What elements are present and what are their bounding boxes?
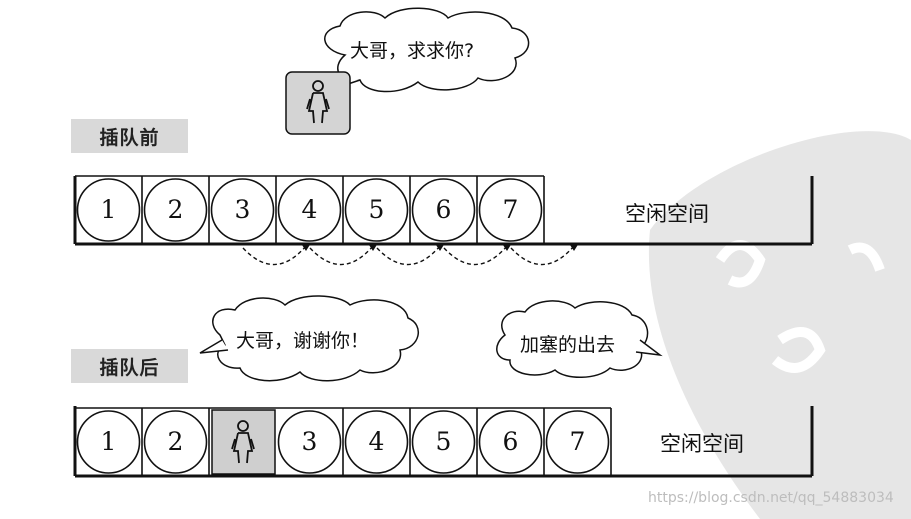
label-before: 插队前 [71, 119, 188, 153]
cell-number: 4 [368, 427, 385, 456]
speech-bubble-tail-cost [635, 339, 663, 357]
queue-cell [478, 178, 543, 242]
speech-bubble-thanks [212, 295, 419, 382]
queue-cell [210, 178, 275, 242]
queue-cell [143, 178, 208, 242]
cell-number: 7 [569, 427, 586, 456]
bubble-text-thanks: 大哥，谢谢你！ [236, 330, 370, 352]
speech-bubble-tail-thanks [199, 339, 229, 354]
free-space-after: 空闲空间 [660, 432, 744, 456]
queue-cell [411, 178, 476, 242]
free-space-before: 空闲空间 [625, 202, 709, 226]
queue-cell [277, 410, 342, 474]
cell-number: 5 [368, 195, 385, 224]
person-box-inserted [211, 409, 276, 475]
queue-cell [76, 178, 141, 242]
cell-number: 5 [435, 427, 452, 456]
queue-cell [411, 410, 476, 474]
cell-number: 1 [100, 427, 117, 456]
queue-cell [143, 410, 208, 474]
queue-cell [478, 410, 543, 474]
cell-number: 6 [502, 427, 519, 456]
cell-number: 6 [435, 195, 452, 224]
queue-after [73, 406, 814, 478]
watermark: https://blog.csdn.net/qq_54883034 [648, 490, 894, 506]
cell-number: 3 [301, 427, 318, 456]
person-icon [306, 80, 330, 124]
person-icon [231, 420, 255, 464]
cell-number: 2 [167, 427, 184, 456]
cell-number: 1 [100, 195, 117, 224]
bubble-text-before: 大哥，求求你? [350, 40, 475, 62]
queue-before [73, 175, 814, 266]
cell-number: 3 [234, 195, 251, 224]
queue-cell [344, 178, 409, 242]
queue-cell [545, 410, 610, 474]
queue-cell [277, 178, 342, 242]
cell-number: 2 [167, 195, 184, 224]
speech-bubble-top [324, 7, 530, 93]
cell-number: 4 [301, 195, 318, 224]
shift-arrows [242, 245, 575, 266]
person-box-top [285, 71, 351, 135]
cell-number: 7 [502, 195, 519, 224]
bubble-text-cost: 加塞的出去 [520, 334, 616, 356]
label-after: 插队后 [71, 349, 188, 383]
queue-cell [76, 410, 141, 474]
queue-cell [344, 410, 409, 474]
